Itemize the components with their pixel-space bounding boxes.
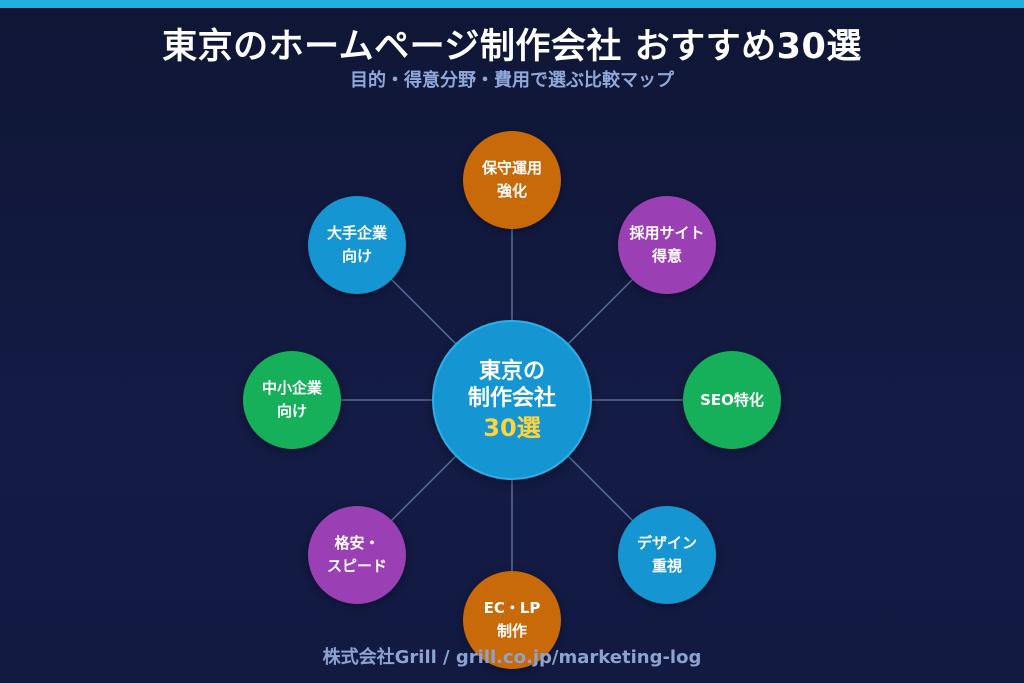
node-maintenance-line2: 強化 [496, 182, 527, 200]
footer-credit: 株式会社Grill / grill.co.jp/marketing-log [322, 647, 702, 668]
node-design-line2: 重視 [651, 557, 682, 575]
node-seo: SEO特化 [683, 351, 781, 449]
page-title: 東京のホームページ制作会社 おすすめ30選 [162, 27, 862, 67]
node-design: デザイン 重視 [618, 506, 716, 604]
center-line1: 東京の [478, 359, 545, 384]
center-hub: 東京の 制作会社 30選 [432, 320, 592, 480]
node-enterprise-line1: 大手企業 [326, 224, 387, 242]
node-sme-line2: 向け [276, 402, 307, 420]
node-maintenance: 保守運用 強化 [463, 131, 561, 229]
node-ec-lp: EC・LP 制作 [463, 571, 561, 669]
node-budget-line2: スピード [326, 557, 387, 575]
node-seo-line1: SEO特化 [700, 390, 764, 409]
center-line3: 30選 [483, 414, 541, 442]
node-maintenance-line1: 保守運用 [481, 159, 542, 177]
node-sme-line1: 中小企業 [261, 379, 322, 397]
node-enterprise: 大手企業 向け [308, 196, 406, 294]
node-ec-lp-line1: EC・LP [483, 599, 541, 617]
node-enterprise-line2: 向け [341, 247, 372, 265]
node-recruit-line1: 採用サイト [629, 224, 705, 242]
node-design-line1: デザイン [636, 534, 697, 552]
center-line2: 制作会社 [467, 386, 556, 411]
node-sme: 中小企業 向け [243, 351, 341, 449]
node-recruit-line2: 得意 [651, 247, 682, 265]
top-accent-bar [0, 0, 1024, 8]
node-ec-lp-line2: 制作 [496, 622, 527, 640]
node-budget: 格安・ スピード [308, 506, 406, 604]
node-recruit: 採用サイト 得意 [618, 196, 716, 294]
node-budget-line1: 格安・ [334, 534, 380, 552]
page-subtitle: 目的・得意分野・費用で選ぶ比較マップ [350, 70, 674, 91]
